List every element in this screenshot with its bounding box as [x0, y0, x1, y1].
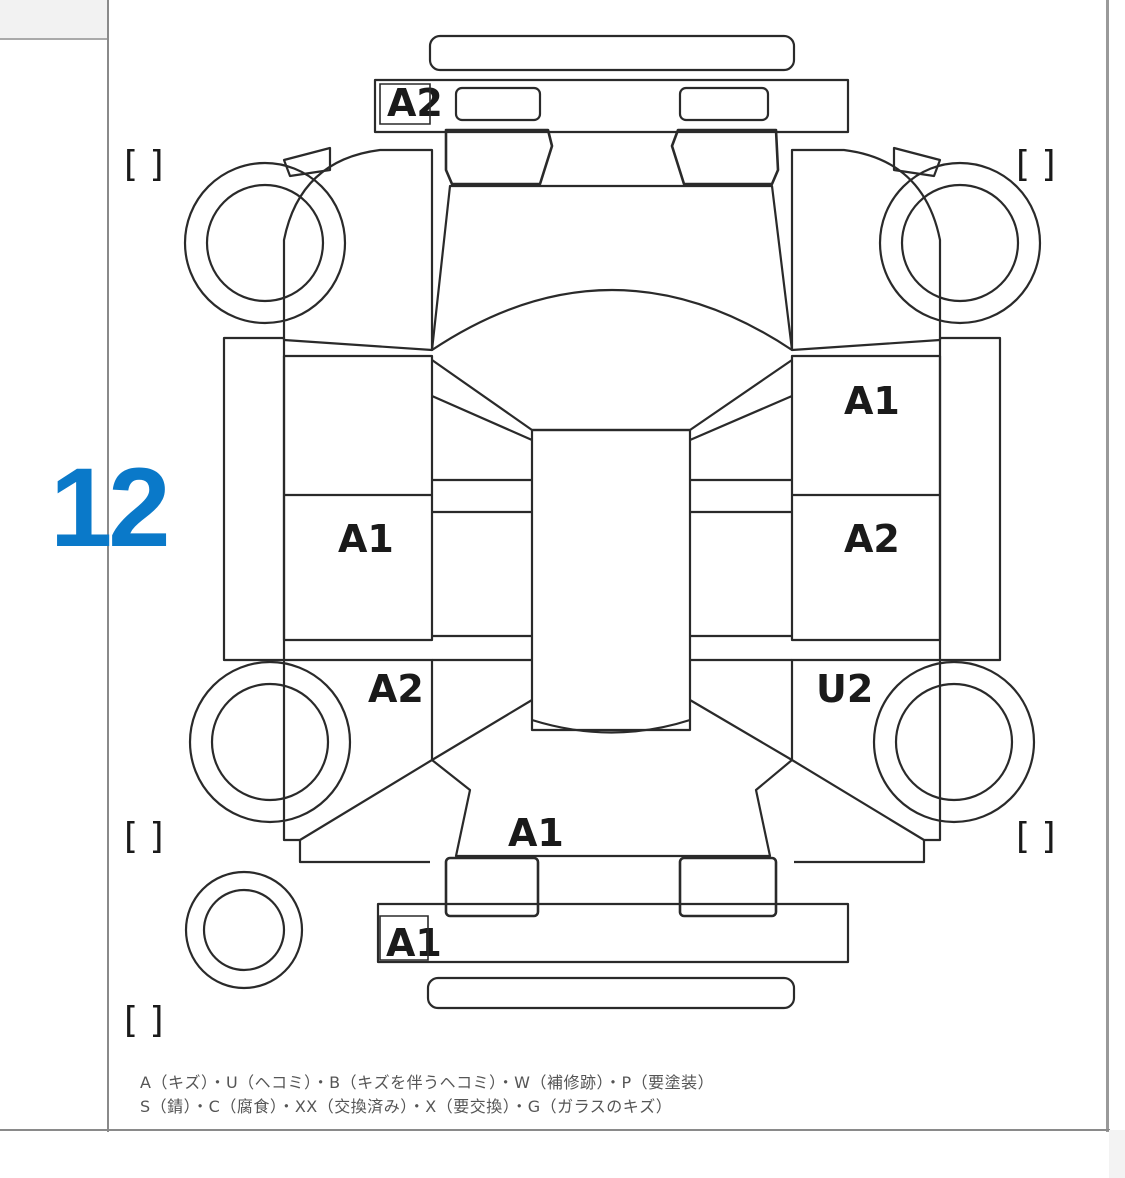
right-rear-quarter-damage-label: U2 — [816, 667, 873, 711]
bracket-bottom-left: [ ] — [124, 816, 164, 857]
rear-bumper-damage-label: A1 — [386, 921, 442, 965]
left-doors — [282, 354, 434, 642]
tab-strip — [0, 0, 108, 40]
right-rear-quarter — [790, 658, 942, 842]
right-headlamp — [670, 128, 780, 186]
bracket-spare-tire: [ ] — [124, 1000, 164, 1041]
left-rocker — [222, 336, 286, 662]
right-front-door-damage-label: A1 — [844, 379, 900, 423]
right-rear-door-damage-label: A2 — [844, 517, 900, 561]
left-tail-lamp — [444, 856, 540, 918]
legend-line-1: A（キズ）・U（ヘコミ）・B（キズを伴うヘコミ）・W（補修跡）・P（要塗装） — [140, 1073, 715, 1092]
rear-right-tire — [872, 660, 1036, 824]
front-bumper — [373, 78, 850, 134]
front-right-tire — [878, 161, 1042, 325]
left-headlamp — [444, 128, 554, 186]
sheet-border-left — [107, 0, 109, 1132]
sheet-number: 12 — [50, 445, 171, 570]
bracket-top-right: [ ] — [1016, 144, 1056, 185]
left-front-fender — [282, 148, 434, 352]
trunk-lid — [431, 759, 793, 858]
front-right-fog-lamp — [678, 86, 770, 122]
spare-tire — [184, 870, 304, 990]
bracket-top-left: [ ] — [124, 144, 164, 185]
front-guard-bar — [428, 34, 796, 72]
rear-window-edges — [431, 699, 793, 761]
damage-legend: A（キズ）・U（ヘコミ）・B（キズを伴うヘコミ）・W（補修跡）・P（要塗装） S… — [140, 1071, 1100, 1119]
bracket-bottom-right: [ ] — [1016, 816, 1056, 857]
right-rocker — [938, 336, 1002, 662]
left-rear-quarter-damage-label: A2 — [368, 667, 424, 711]
rear-panel-damage-label: A1 — [508, 811, 564, 855]
legend-line-2: S（錆）・C（腐食）・XX（交換済み）・X（要交換）・G（ガラスのキズ） — [140, 1097, 673, 1116]
rear-window-top — [531, 718, 691, 734]
left-rear-quarter — [282, 658, 434, 842]
windshield-top — [431, 289, 793, 351]
rear-bumper — [376, 902, 850, 964]
front-left-tire — [183, 161, 347, 325]
right-front-fender — [790, 148, 942, 352]
page-edge — [1109, 1130, 1125, 1178]
sheet-border-right — [1106, 0, 1109, 1132]
front-bumper-damage-label: A2 — [387, 81, 443, 125]
rear-guard-bar — [426, 976, 796, 1010]
left-front-door-damage-label: A1 — [338, 517, 394, 561]
sheet-border-bottom — [0, 1129, 1110, 1131]
hood — [430, 184, 794, 351]
rear-left-tire — [188, 660, 352, 824]
roof — [530, 428, 692, 732]
right-tail-lamp — [678, 856, 778, 918]
front-left-fog-lamp — [454, 86, 542, 122]
